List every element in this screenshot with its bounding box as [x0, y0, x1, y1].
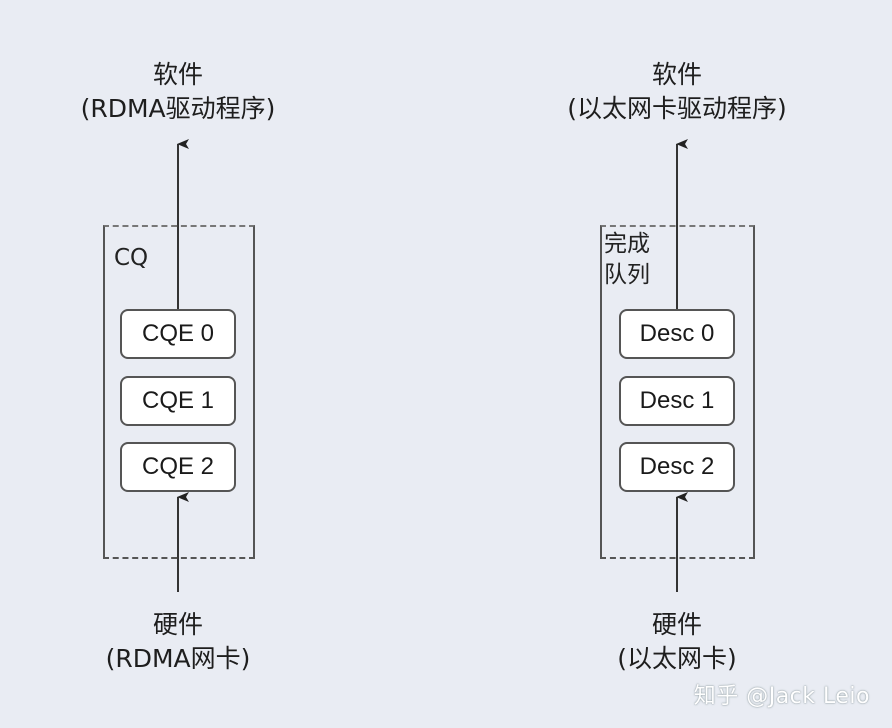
- software-label-ethernet: 软件 (以太网卡驱动程序): [517, 58, 837, 126]
- queue-entry: CQE 0: [120, 309, 236, 359]
- hardware-label-rdma: 硬件 (RDMA网卡): [18, 608, 338, 676]
- software-title: 软件: [651, 60, 702, 89]
- queue-title: CQ: [114, 245, 149, 271]
- queue-entry: Desc 1: [619, 376, 735, 426]
- software-title: 软件: [152, 60, 203, 89]
- hardware-subtitle: (以太网卡): [617, 644, 737, 673]
- hardware-title: 硬件: [651, 610, 702, 639]
- completion-queue-ethernet: 完成 队列: [600, 225, 755, 559]
- queue-entry: Desc 0: [619, 309, 735, 359]
- software-subtitle: (RDMA驱动程序): [80, 94, 276, 123]
- queue-title: 完成 队列: [604, 231, 650, 288]
- software-label-rdma: 软件 (RDMA驱动程序): [18, 58, 338, 126]
- software-subtitle: (以太网卡驱动程序): [567, 94, 787, 123]
- queue-entry: Desc 2: [619, 442, 735, 492]
- queue-entry: CQE 1: [120, 376, 236, 426]
- watermark: 知乎 @Jack Leio: [693, 684, 870, 709]
- hardware-title: 硬件: [152, 610, 203, 639]
- hardware-subtitle: (RDMA网卡): [105, 644, 251, 673]
- hardware-label-ethernet: 硬件 (以太网卡): [517, 608, 837, 676]
- completion-queue-rdma: CQ: [103, 225, 255, 559]
- queue-entry: CQE 2: [120, 442, 236, 492]
